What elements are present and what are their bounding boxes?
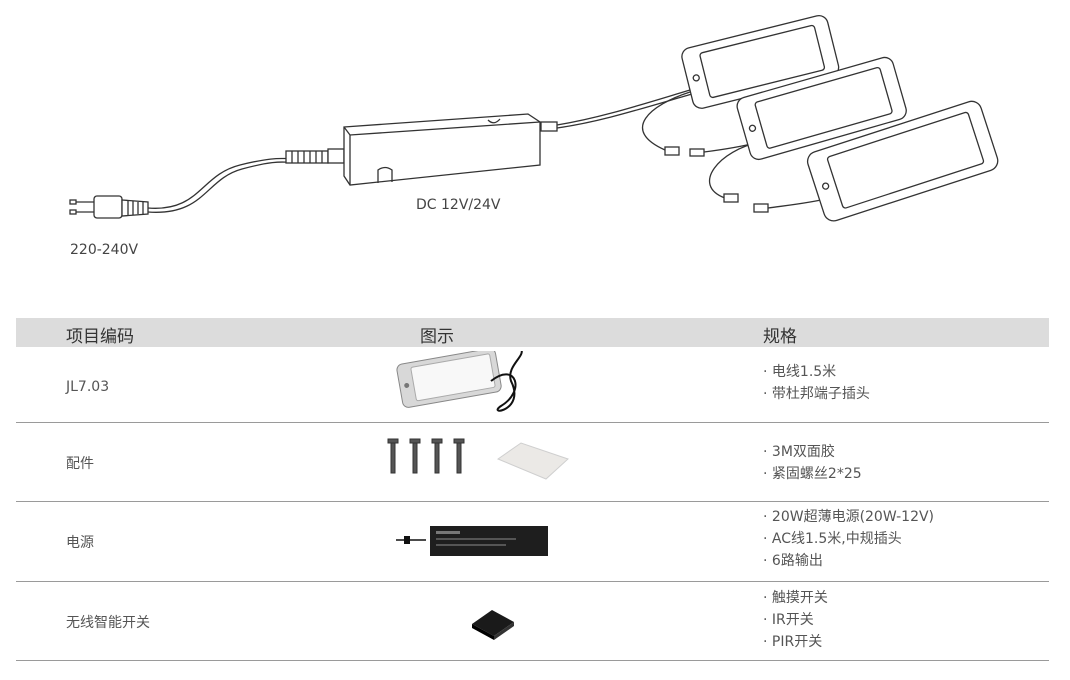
row-name: 电源 [66, 535, 94, 551]
spec-item: AC线1.5米,中规插头 [763, 528, 934, 550]
row-specs: 触摸开关 IR开关 PIR开关 [763, 587, 828, 653]
wireless-switch-icon [386, 602, 556, 646]
wiring-diagram: 220-240V DC 12V/24V [0, 0, 1070, 300]
input-voltage-label: 220-240V [70, 242, 139, 258]
spec-item: 带杜邦端子插头 [763, 383, 870, 405]
header-image: 图示 [420, 327, 454, 347]
row-name: 配件 [66, 456, 94, 472]
spec-item: 3M双面胶 [763, 441, 862, 463]
output-voltage-label: DC 12V/24V [416, 197, 501, 213]
spec-item: 电线1.5米 [763, 361, 870, 383]
header-code: 项目编码 [66, 327, 134, 347]
row-specs: 3M双面胶 紧固螺丝2*25 [763, 441, 862, 485]
row-name: 无线智能开关 [66, 615, 150, 631]
row-specs: 电线1.5米 带杜邦端子插头 [763, 361, 870, 405]
led-driver-icon [386, 522, 556, 566]
row-specs: 20W超薄电源(20W-12V) AC线1.5米,中规插头 6路输出 [763, 506, 934, 572]
table-row: 无线智能开关 触摸开关 IR开关 PIR开关 [16, 582, 1049, 661]
table-row: 配件 3M双面胶 紧固螺丝2*25 [16, 423, 1049, 502]
spec-item: IR开关 [763, 609, 828, 631]
header-spec: 规格 [763, 327, 797, 347]
light-panel-icon [386, 348, 546, 425]
spec-item: 6路输出 [763, 550, 934, 572]
table-row: JL7.03 电线1.5米 带杜邦端子插头 [16, 347, 1049, 423]
spec-table: 项目编码 图示 规格 JL7.03 电线1.5米 带杜邦端子插头 配件 [16, 318, 1049, 661]
panel-3-icon [806, 100, 999, 222]
wiring-illustration [69, 14, 999, 222]
spec-item: 触摸开关 [763, 587, 828, 609]
table-header: 项目编码 图示 规格 [16, 318, 1049, 347]
row-name: JL7.03 [66, 379, 110, 395]
driver-box-icon [343, 113, 541, 186]
panel-2-icon [736, 56, 907, 161]
power-plug-icon [69, 195, 149, 219]
table-row: 电源 20W超薄电源(20W-12V) AC线1.5米,中规插头 6路输出 [16, 502, 1049, 582]
spec-item: 紧固螺丝2*25 [763, 463, 862, 485]
screws-and-pad-icon [386, 437, 586, 491]
spec-item: 20W超薄电源(20W-12V) [763, 506, 934, 528]
spec-item: PIR开关 [763, 631, 828, 653]
